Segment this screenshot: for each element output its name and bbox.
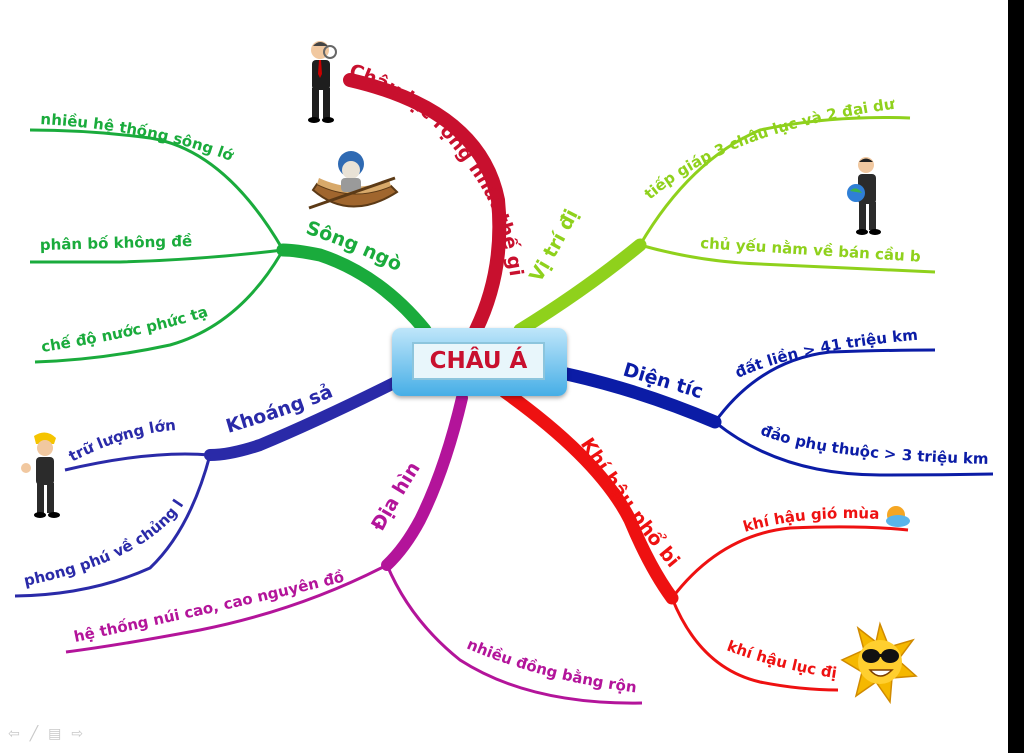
next-arrow-icon[interactable]: ⇨	[71, 726, 94, 742]
branch-vi-tri-lines	[513, 116, 936, 337]
pen-icon[interactable]: ╱	[29, 726, 49, 742]
khoang-san-sub-2: phong phú về chủng loại	[0, 0, 187, 590]
branch-dia-hinh-lines	[65, 392, 643, 705]
menu-icon[interactable]: ▤	[48, 726, 72, 742]
vi-tri-sub-1: tiếp giáp 3 châu lục và 2 đại dương	[0, 0, 896, 203]
branch-chau-luc-line	[343, 73, 507, 337]
khi-hau-sub-1: khí hậu gió mùa	[741, 504, 880, 536]
slide-controls: ⇦╱▤⇨	[8, 726, 93, 742]
center-title: CHÂU Á	[412, 342, 545, 380]
branch-khoang-san-label: Khoáng sản	[0, 0, 336, 438]
song-ngoi-sub-3: chế độ nước phức tạp	[0, 0, 210, 356]
prev-arrow-icon[interactable]: ⇦	[8, 726, 30, 742]
businessman-magnifier-icon	[308, 41, 337, 123]
center-node: CHÂU Á	[392, 328, 567, 396]
sun-sunglasses-icon	[840, 621, 918, 705]
rowboat-icon	[308, 151, 399, 210]
song-ngoi-sub-1: nhiều hệ thống sông lớn	[0, 0, 236, 165]
branch-song-ngoi-lines	[29, 128, 432, 364]
businessman-globe-icon	[847, 157, 881, 235]
branch-khoang-san-lines	[14, 374, 406, 598]
branch-dien-tich-lines	[555, 348, 994, 477]
branch-khi-hau-lines	[498, 385, 909, 692]
window-edge	[1008, 0, 1024, 753]
businessman-thumbsup-icon	[21, 432, 60, 518]
cloud-sun-icon	[886, 506, 910, 527]
